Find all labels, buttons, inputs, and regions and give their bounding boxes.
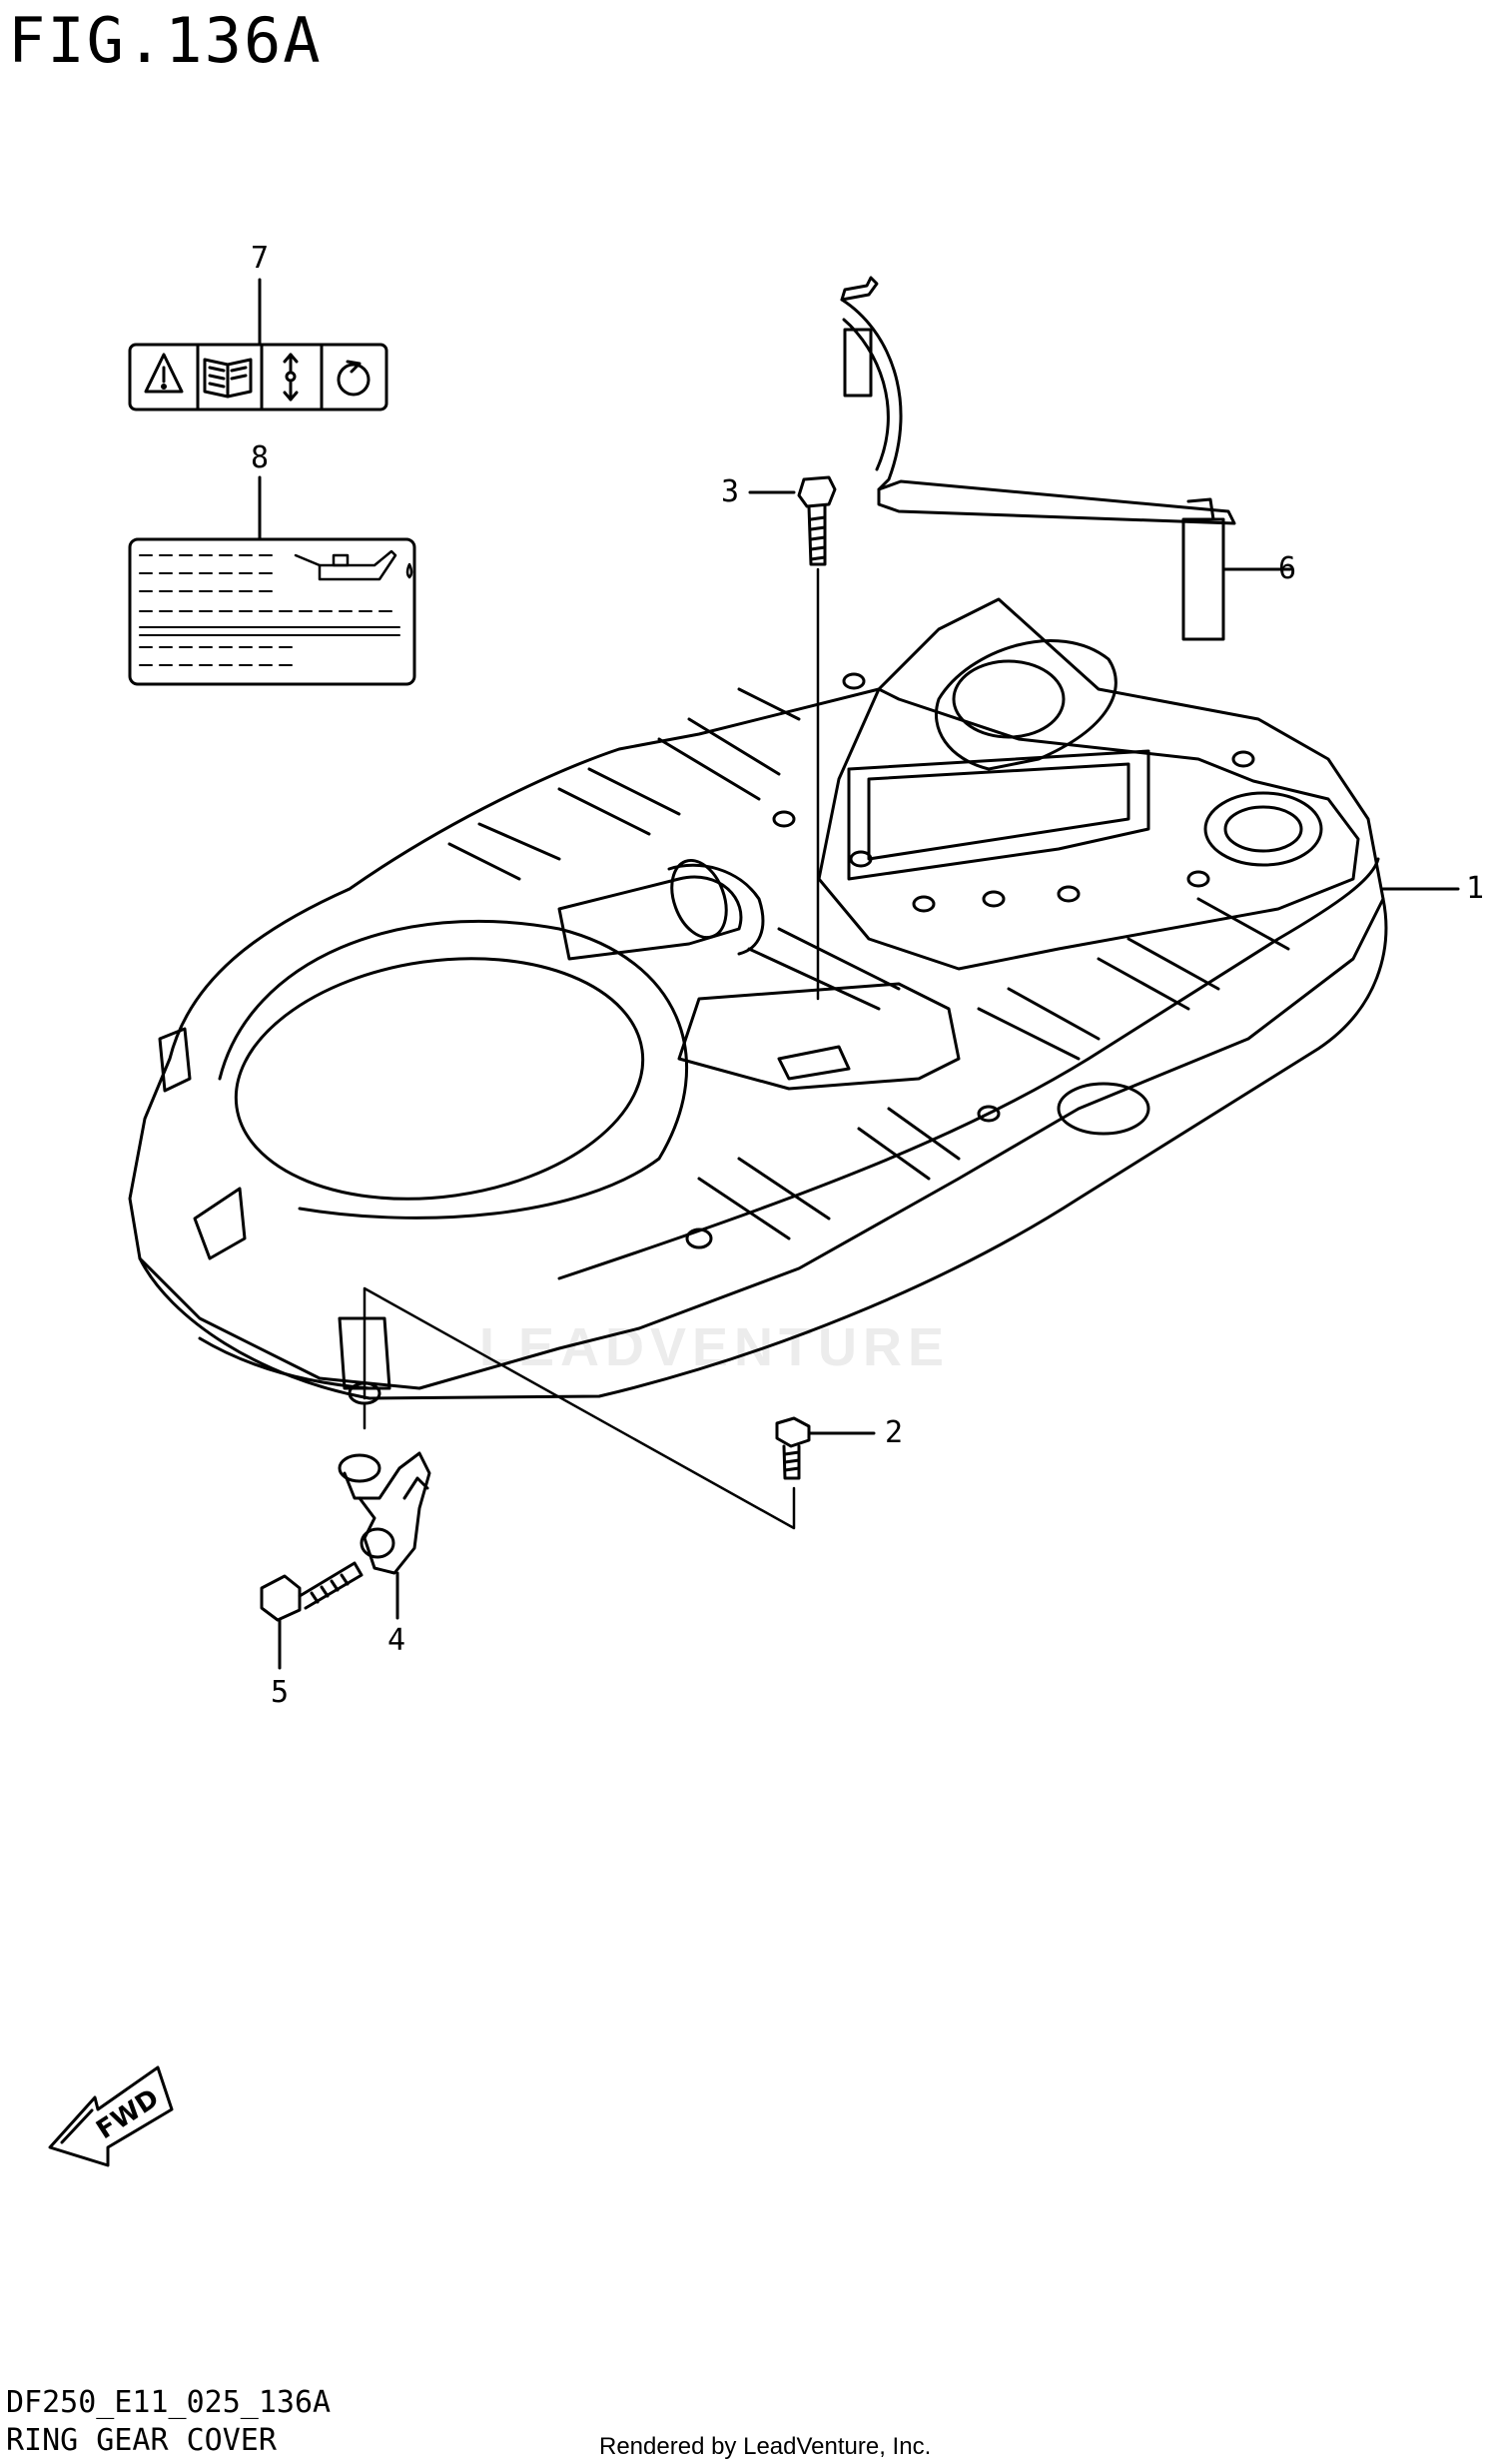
callout-8: 8 [251, 440, 270, 475]
figure-title: FIG.136A [8, 4, 323, 77]
part-3-bolt [748, 475, 837, 1001]
callout-1: 1 [1466, 871, 1485, 906]
part-6-seal [840, 276, 1292, 641]
rotate-icon [337, 360, 371, 397]
part-2-bolt [775, 1416, 876, 1480]
fwd-arrow-icon [48, 2065, 174, 2167]
part-4-bracket [338, 1451, 431, 1620]
callout-6: 6 [1278, 551, 1297, 586]
part-8-oil-label [128, 475, 416, 686]
oil-can-icon [294, 549, 413, 581]
part-7-caution-label [128, 278, 388, 411]
render-credit: Rendered by LeadVenture, Inc. [599, 2433, 932, 2460]
callout-5: 5 [271, 1675, 290, 1710]
watermark: LEADVENTURE [479, 1317, 951, 1377]
part-1-ring-gear-cover [128, 597, 1460, 1530]
callout-3: 3 [721, 474, 740, 509]
up-down-arrow-icon [283, 353, 299, 402]
diagram-name: RING GEAR COVER [6, 2423, 277, 2458]
part-5-bolt [260, 1561, 364, 1670]
warning-triangle-icon [144, 353, 184, 394]
callout-7: 7 [251, 241, 270, 276]
callout-4: 4 [387, 1623, 406, 1658]
manual-book-icon [203, 358, 253, 399]
diagram-code: DF250_E11_025_136A [6, 2385, 332, 2420]
callout-2: 2 [885, 1415, 904, 1450]
